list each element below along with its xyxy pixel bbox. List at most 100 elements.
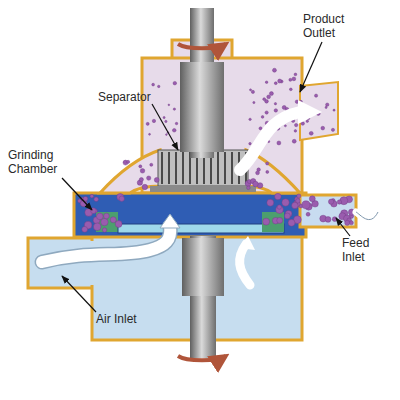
particle xyxy=(302,201,310,209)
rotor-disk xyxy=(118,224,284,233)
particle xyxy=(282,199,289,206)
particle xyxy=(292,77,296,81)
separator-vane xyxy=(161,152,163,184)
leader-line xyxy=(300,42,322,92)
particle xyxy=(321,126,325,130)
particle xyxy=(102,228,106,232)
grinding-chamber xyxy=(74,193,306,237)
particle xyxy=(326,103,329,106)
particle xyxy=(90,194,94,198)
particle xyxy=(256,171,260,175)
particle xyxy=(149,133,151,135)
particle xyxy=(276,206,284,214)
particle xyxy=(165,120,167,122)
particle xyxy=(269,92,273,96)
particle xyxy=(94,197,99,202)
upper-housing xyxy=(142,58,302,193)
particle xyxy=(301,122,305,126)
particle xyxy=(289,78,292,81)
part-label: Air Inlet xyxy=(96,312,166,326)
particle xyxy=(119,196,124,201)
particle xyxy=(265,111,268,114)
separator-vane xyxy=(224,152,226,184)
part-label: Grinding Chamber xyxy=(8,148,70,176)
particle xyxy=(306,212,310,216)
particle xyxy=(115,221,122,228)
particle xyxy=(277,205,281,209)
particle xyxy=(275,193,282,200)
particle xyxy=(266,162,269,165)
particle xyxy=(297,194,301,198)
particle xyxy=(325,217,331,223)
particle xyxy=(272,68,276,72)
particle xyxy=(140,169,145,174)
separator-vane xyxy=(217,152,219,184)
particle xyxy=(309,196,315,202)
particle xyxy=(172,128,176,132)
separator-hub xyxy=(180,62,224,152)
particle xyxy=(284,213,290,219)
particle xyxy=(333,109,335,111)
particle xyxy=(325,106,327,108)
particle xyxy=(337,200,341,204)
particle xyxy=(261,116,264,119)
part-label: Separator xyxy=(98,90,168,104)
particle xyxy=(93,223,101,231)
particle xyxy=(274,82,277,85)
separator-vane xyxy=(168,152,170,184)
air-flow-arrow xyxy=(240,244,250,285)
particle xyxy=(345,220,350,225)
particle xyxy=(249,89,251,91)
particle xyxy=(265,99,269,103)
particle xyxy=(150,163,153,166)
feed-flow-arrow xyxy=(356,212,378,220)
particle xyxy=(292,139,296,143)
particles xyxy=(78,68,355,232)
separator-vane xyxy=(175,152,177,184)
particle xyxy=(277,217,283,223)
particle xyxy=(274,109,277,112)
particle xyxy=(253,181,259,187)
particle xyxy=(277,141,281,145)
air-flow-head xyxy=(239,236,255,250)
particle xyxy=(173,108,175,110)
particle xyxy=(288,219,295,226)
particle xyxy=(101,218,108,225)
particle xyxy=(166,134,168,136)
particle xyxy=(249,142,252,145)
part-label: Product Outlet xyxy=(303,12,355,40)
particle xyxy=(253,101,255,103)
separator-vane xyxy=(182,152,184,184)
leader-line xyxy=(336,218,350,236)
rotation-arrow xyxy=(178,356,226,360)
feed-flow-arrow xyxy=(356,212,378,220)
particle xyxy=(278,79,282,83)
particle xyxy=(274,103,276,105)
particle xyxy=(163,116,165,118)
feed-pipe xyxy=(300,195,356,227)
particle xyxy=(147,176,151,180)
air-flow-head xyxy=(160,214,180,228)
particle xyxy=(267,95,271,99)
product-flow-head xyxy=(298,100,322,124)
particle xyxy=(314,94,317,97)
particle xyxy=(152,119,155,122)
particle xyxy=(292,202,298,208)
wheel-base xyxy=(150,186,256,192)
particle xyxy=(175,122,178,125)
separator-vane xyxy=(231,152,233,184)
particle xyxy=(294,123,297,126)
air-flow-arrow xyxy=(42,226,170,262)
particle xyxy=(168,104,170,106)
particle xyxy=(249,118,251,120)
particle xyxy=(331,128,334,131)
leader-line xyxy=(62,178,92,210)
particle xyxy=(306,120,308,122)
particle xyxy=(265,81,268,84)
leader-line xyxy=(62,276,96,312)
particle xyxy=(154,177,159,182)
particle xyxy=(263,218,270,225)
particle xyxy=(146,122,149,125)
particle xyxy=(110,217,116,223)
